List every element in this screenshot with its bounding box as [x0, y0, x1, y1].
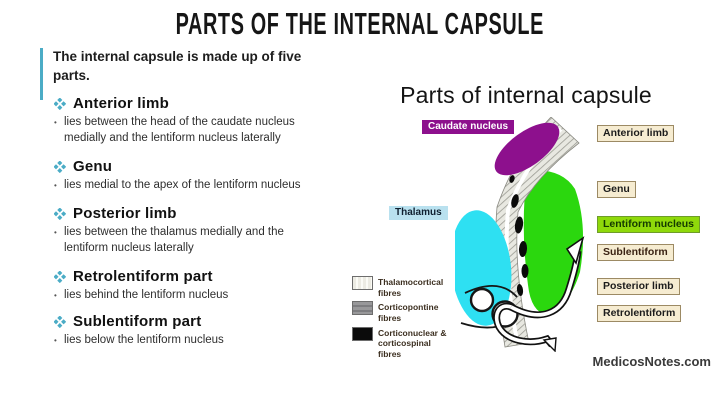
caudate-nucleus-shape — [494, 122, 560, 176]
section-description: lies below the lentiform nucleus — [54, 333, 316, 349]
page-title: PARTS OF THE INTERNAL CAPSULE — [0, 6, 720, 42]
section-anterior-limb: Anterior limb lies between the head of t… — [54, 95, 339, 146]
corticonuclear-swatch — [352, 326, 373, 341]
label-posterior-limb: Posterior limb — [597, 278, 680, 295]
lentiform-nucleus-shape — [523, 170, 584, 315]
direction-arrow — [493, 236, 585, 353]
internal-capsule-band — [495, 116, 580, 348]
thalamus-label: Thalamus — [389, 206, 448, 220]
section-heading: Anterior limb — [73, 95, 169, 112]
section-heading: Sublentiform part — [73, 313, 202, 330]
section-description: lies between the thalamus medially and t… — [54, 225, 316, 256]
legend-label: Corticopontine fibres — [378, 302, 439, 323]
diamond-bullet-icon — [54, 270, 66, 283]
page-title-text: PARTS OF THE INTERNAL CAPSULE — [175, 6, 545, 41]
legend-item: Corticopontine fibres — [352, 301, 456, 323]
legend-item: Thalamocortical fibres — [352, 276, 456, 298]
fibre-legend: Thalamocortical fibres Corticopontine fi… — [352, 276, 456, 359]
section-genu: Genu lies medial to the apex of the lent… — [54, 158, 339, 194]
section-sublentiform: Sublentiform part lies below the lentifo… — [54, 313, 339, 349]
legend-label: Corticonuclear & corticospinal fibres — [378, 327, 447, 359]
section-heading: Retrolentiform part — [73, 268, 213, 285]
left-text-column: The internal capsule is made up of five … — [40, 48, 340, 348]
watermark-text: MedicosNotes.com — [592, 354, 711, 369]
section-description: lies behind the lentiform nucleus — [54, 288, 316, 304]
diamond-bullet-icon — [54, 160, 66, 173]
diagram-panel: Parts of internal capsule — [336, 60, 716, 378]
section-heading: Genu — [73, 158, 113, 175]
section-posterior-limb: Posterior limb lies between the thalamus… — [54, 205, 339, 256]
brain-section-diagram — [450, 116, 587, 353]
caudate-nucleus-label: Caudate nucleus — [422, 120, 515, 134]
legend-item: Corticonuclear & corticospinal fibres — [352, 326, 456, 360]
label-anterior-limb: Anterior limb — [597, 125, 675, 142]
diamond-bullet-icon — [54, 97, 66, 110]
intro-statement: The internal capsule is made up of five … — [40, 48, 332, 100]
section-heading: Posterior limb — [73, 205, 177, 222]
label-retrolentiform: Retrolentiform — [597, 305, 682, 322]
internal-capsule-drawing — [450, 116, 585, 353]
diagram-title: Parts of internal capsule — [400, 82, 652, 108]
thalamus-shape — [450, 210, 512, 326]
diamond-bullet-icon — [54, 315, 66, 328]
legend-label: Thalamocortical fibres — [378, 277, 444, 298]
diamond-bullet-icon — [54, 207, 66, 220]
section-description: lies between the head of the caudate nuc… — [54, 115, 316, 146]
corticopontine-swatch — [352, 301, 373, 316]
thalamocortical-swatch — [352, 276, 373, 290]
section-description: lies medial to the apex of the lentiform… — [54, 178, 316, 194]
fibre-spots — [509, 175, 529, 296]
label-lentiform-nucleus: Lentiform nucleus — [597, 216, 701, 233]
fibre-loop — [469, 287, 495, 313]
section-retrolentiform: Retrolentiform part lies behind the lent… — [54, 268, 339, 304]
label-sublentiform: Sublentiform — [597, 244, 674, 261]
label-genu: Genu — [597, 181, 636, 198]
